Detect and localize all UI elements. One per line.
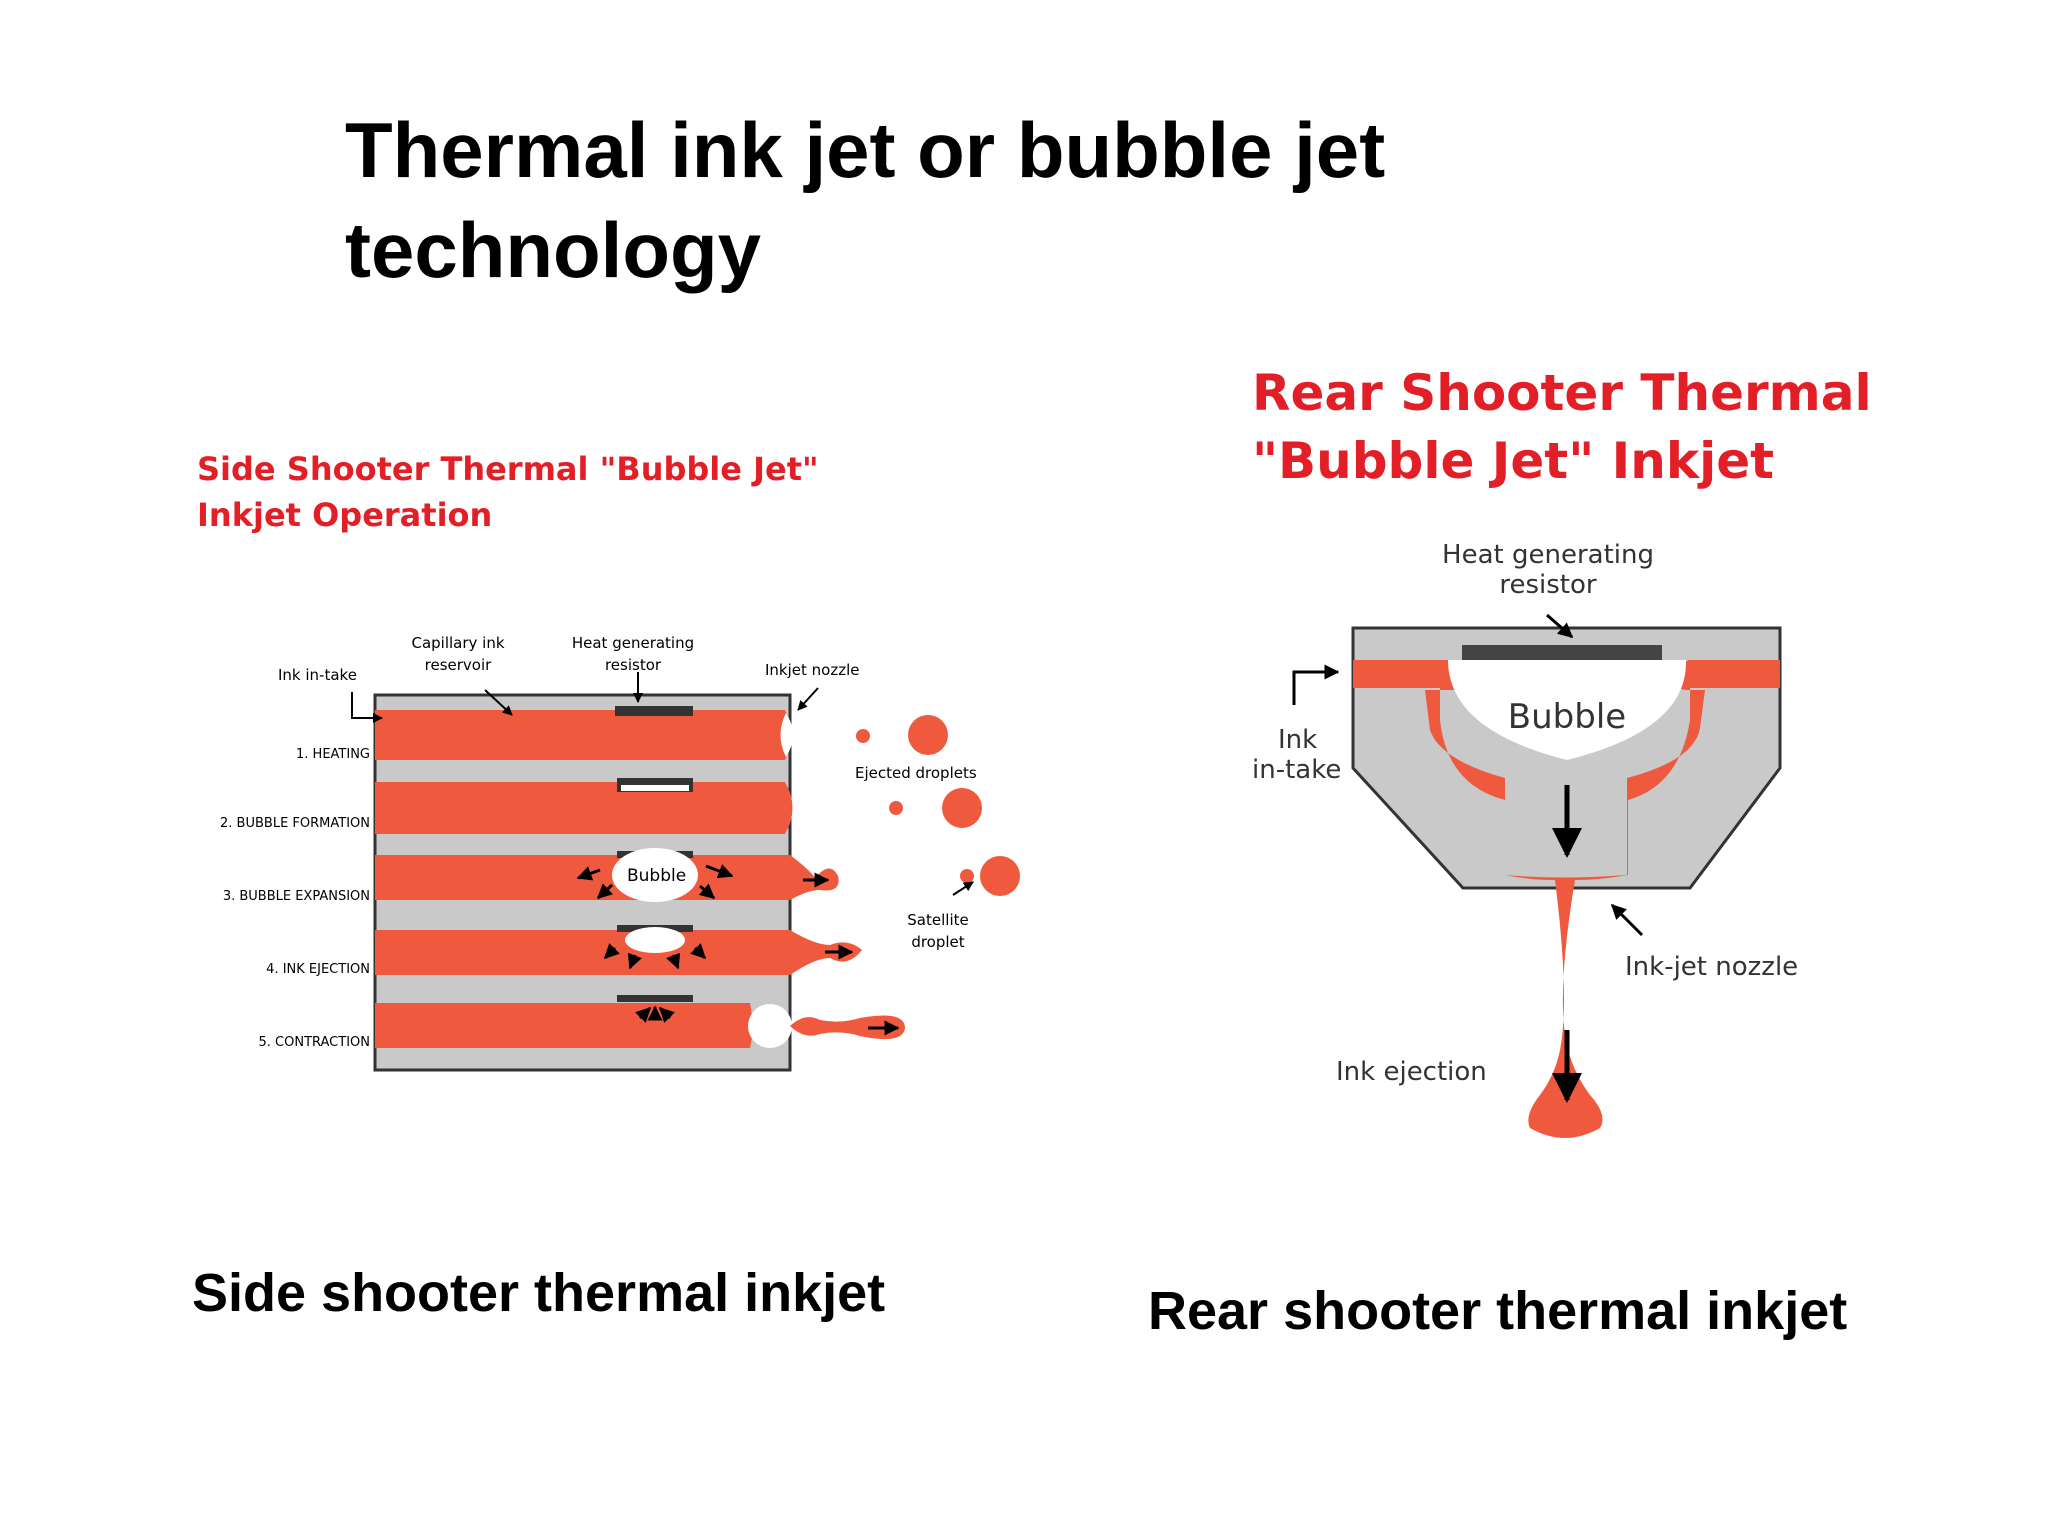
side-leaders bbox=[351, 672, 974, 896]
side-arrows bbox=[576, 864, 900, 1036]
rear-bubble-label: Bubble bbox=[1508, 697, 1626, 737]
slide-title: Thermal ink jet or bubble jet technology bbox=[345, 100, 1385, 300]
rear-resistor bbox=[1462, 645, 1662, 660]
rear-heading-line-2: "Bubble Jet" Inkjet bbox=[1252, 432, 1774, 490]
rear-heat-resistor-label-2: resistor bbox=[1499, 570, 1597, 600]
rear-caption: Rear shooter thermal inkjet bbox=[1148, 1281, 1848, 1341]
side-heading-line-1: Side Shooter Thermal "Bubble Jet" bbox=[197, 450, 819, 488]
side-satellite-label-1: Satellite bbox=[907, 911, 968, 929]
side-bubble-3 bbox=[612, 848, 698, 902]
side-step-label: 2. BUBBLE FORMATION bbox=[220, 816, 370, 831]
side-bubble-label: Bubble bbox=[627, 866, 686, 886]
rear-shooter-diagram: Rear Shooter Thermal "Bubble Jet" Inkjet… bbox=[1252, 364, 1872, 1138]
side-bubble-4 bbox=[625, 927, 685, 953]
rear-nozzle-label: Ink-jet nozzle bbox=[1625, 952, 1798, 982]
side-step-label: 3. BUBBLE EXPANSION bbox=[223, 889, 370, 904]
side-nozzle-label: Inkjet nozzle bbox=[765, 661, 860, 679]
rear-ejection-label: Ink ejection bbox=[1336, 1057, 1487, 1087]
side-droplet bbox=[942, 788, 982, 828]
side-droplet bbox=[980, 856, 1020, 896]
slide-title-line-2: technology bbox=[345, 206, 762, 294]
rear-heading-line-1: Rear Shooter Thermal bbox=[1252, 364, 1872, 422]
slide-title-line-1: Thermal ink jet or bubble jet bbox=[345, 106, 1386, 194]
side-droplet bbox=[908, 715, 948, 755]
side-droplet-tail bbox=[790, 1015, 905, 1040]
side-step-label: 5. CONTRACTION bbox=[259, 1035, 371, 1050]
side-step-label: 4. INK EJECTION bbox=[266, 962, 370, 977]
side-heading-line-2: Inkjet Operation bbox=[197, 496, 492, 534]
side-ink-intake-label: Ink in-take bbox=[278, 666, 357, 684]
side-droplet bbox=[889, 801, 903, 815]
rear-heat-resistor-label-1: Heat generating bbox=[1442, 540, 1654, 570]
side-satellite-droplet bbox=[960, 869, 974, 883]
rear-ink bbox=[1353, 660, 1780, 1138]
side-heat-resistor-label-1: Heat generating bbox=[572, 634, 694, 652]
side-shooter-diagram: Side Shooter Thermal "Bubble Jet" Inkjet… bbox=[197, 450, 1020, 1072]
rear-ink-intake-label-2: in-take bbox=[1252, 755, 1341, 785]
side-channel-5 bbox=[375, 1003, 753, 1048]
side-caption: Side shooter thermal inkjet bbox=[192, 1263, 886, 1323]
side-capillary-label-2: reservoir bbox=[425, 656, 492, 674]
side-channel-1 bbox=[375, 710, 792, 760]
side-step-label: 1. HEATING bbox=[296, 747, 370, 762]
side-nozzle-meniscus bbox=[780, 713, 793, 757]
side-resistor-5 bbox=[617, 995, 693, 1002]
rear-leaders bbox=[1292, 613, 1644, 937]
side-small-bubble bbox=[621, 785, 689, 791]
side-retraction bbox=[748, 1004, 792, 1048]
side-resistor-1 bbox=[615, 706, 693, 716]
side-ejected-label: Ejected droplets bbox=[855, 764, 977, 782]
side-capillary-label-1: Capillary ink bbox=[411, 634, 504, 652]
side-channel-4 bbox=[375, 930, 862, 975]
rear-bubble bbox=[1448, 660, 1687, 760]
side-satellite-label-2: droplet bbox=[911, 933, 964, 951]
side-droplet bbox=[856, 729, 870, 743]
side-channel-2 bbox=[375, 782, 793, 834]
rear-ink-intake-label-1: Ink bbox=[1278, 725, 1317, 755]
side-heat-resistor-label-2: resistor bbox=[605, 656, 662, 674]
side-channel-3 bbox=[375, 855, 839, 900]
